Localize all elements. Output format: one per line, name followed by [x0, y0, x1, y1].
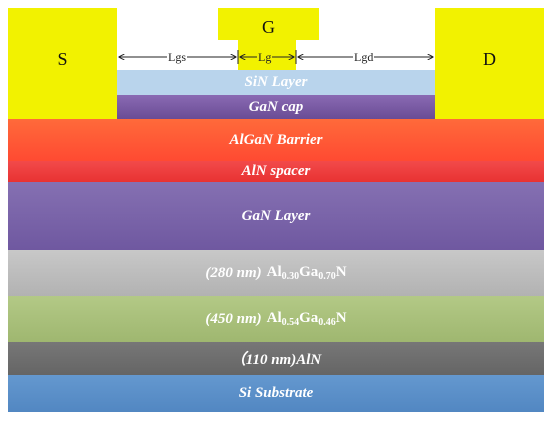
algan-450nm-layer: (450 nm) Al0.54Ga0.46N: [8, 296, 544, 342]
si-substrate-label: Si Substrate: [238, 385, 314, 401]
algan-450nm-element-al: Al: [266, 310, 282, 326]
algan-280nm-element-n: N: [335, 264, 347, 280]
source-contact: S: [8, 8, 117, 119]
source-label: S: [57, 49, 68, 69]
lgd-label: Lgd: [353, 50, 375, 64]
algan-450nm-formula: Al0.54Ga0.46N: [267, 310, 347, 328]
algan-280nm-element-ga: Ga: [299, 264, 319, 280]
gan-cap-label: GaN cap: [248, 98, 304, 115]
algan-barrier-label: AlGaN Barrier: [229, 131, 323, 148]
algan-280nm-formula: Al0.30Ga0.70N: [267, 264, 347, 282]
algan-450nm-al-fraction: 0.54: [281, 317, 300, 328]
algan-barrier-layer: AlGaN Barrier: [8, 119, 544, 161]
si-substrate-layer: Si Substrate: [8, 375, 544, 412]
gan-layer-label: GaN Layer: [241, 207, 311, 224]
algan-280nm-element-al: Al: [266, 264, 282, 280]
algan-280nm-ga-fraction: 0.70: [318, 271, 336, 282]
gan-cap-layer: GaN cap: [117, 95, 435, 119]
aln-110nm-layer: （110 nm)AlN: [8, 342, 544, 375]
sin-layer: SiN Layer: [117, 70, 435, 95]
algan-450nm-element-ga: Ga: [299, 310, 319, 326]
aln-110nm-label: （110 nm)AlN: [230, 352, 322, 368]
algan-280nm-layer: (280 nm) Al0.30Ga0.70N: [8, 250, 544, 296]
gate-label: G: [262, 17, 275, 37]
drain-label: D: [483, 49, 496, 69]
aln-spacer-layer: AlN spacer: [8, 161, 544, 182]
algan-280nm-thickness: (280 nm): [205, 264, 262, 281]
gate-contact-head: G: [218, 8, 319, 40]
lgs-label: Lgs: [167, 50, 187, 64]
algan-450nm-element-n: N: [335, 310, 347, 326]
algan-450nm-thickness: (450 nm): [205, 310, 262, 327]
gan-layer: GaN Layer: [8, 182, 544, 250]
sin-layer-label: SiN Layer: [244, 74, 308, 90]
lg-label: Lg: [257, 50, 273, 64]
drain-contact: D: [435, 8, 544, 119]
algan-280nm-al-fraction: 0.30: [281, 271, 300, 282]
algan-450nm-ga-fraction: 0.46: [318, 317, 336, 328]
aln-spacer-label: AlN spacer: [241, 163, 311, 179]
